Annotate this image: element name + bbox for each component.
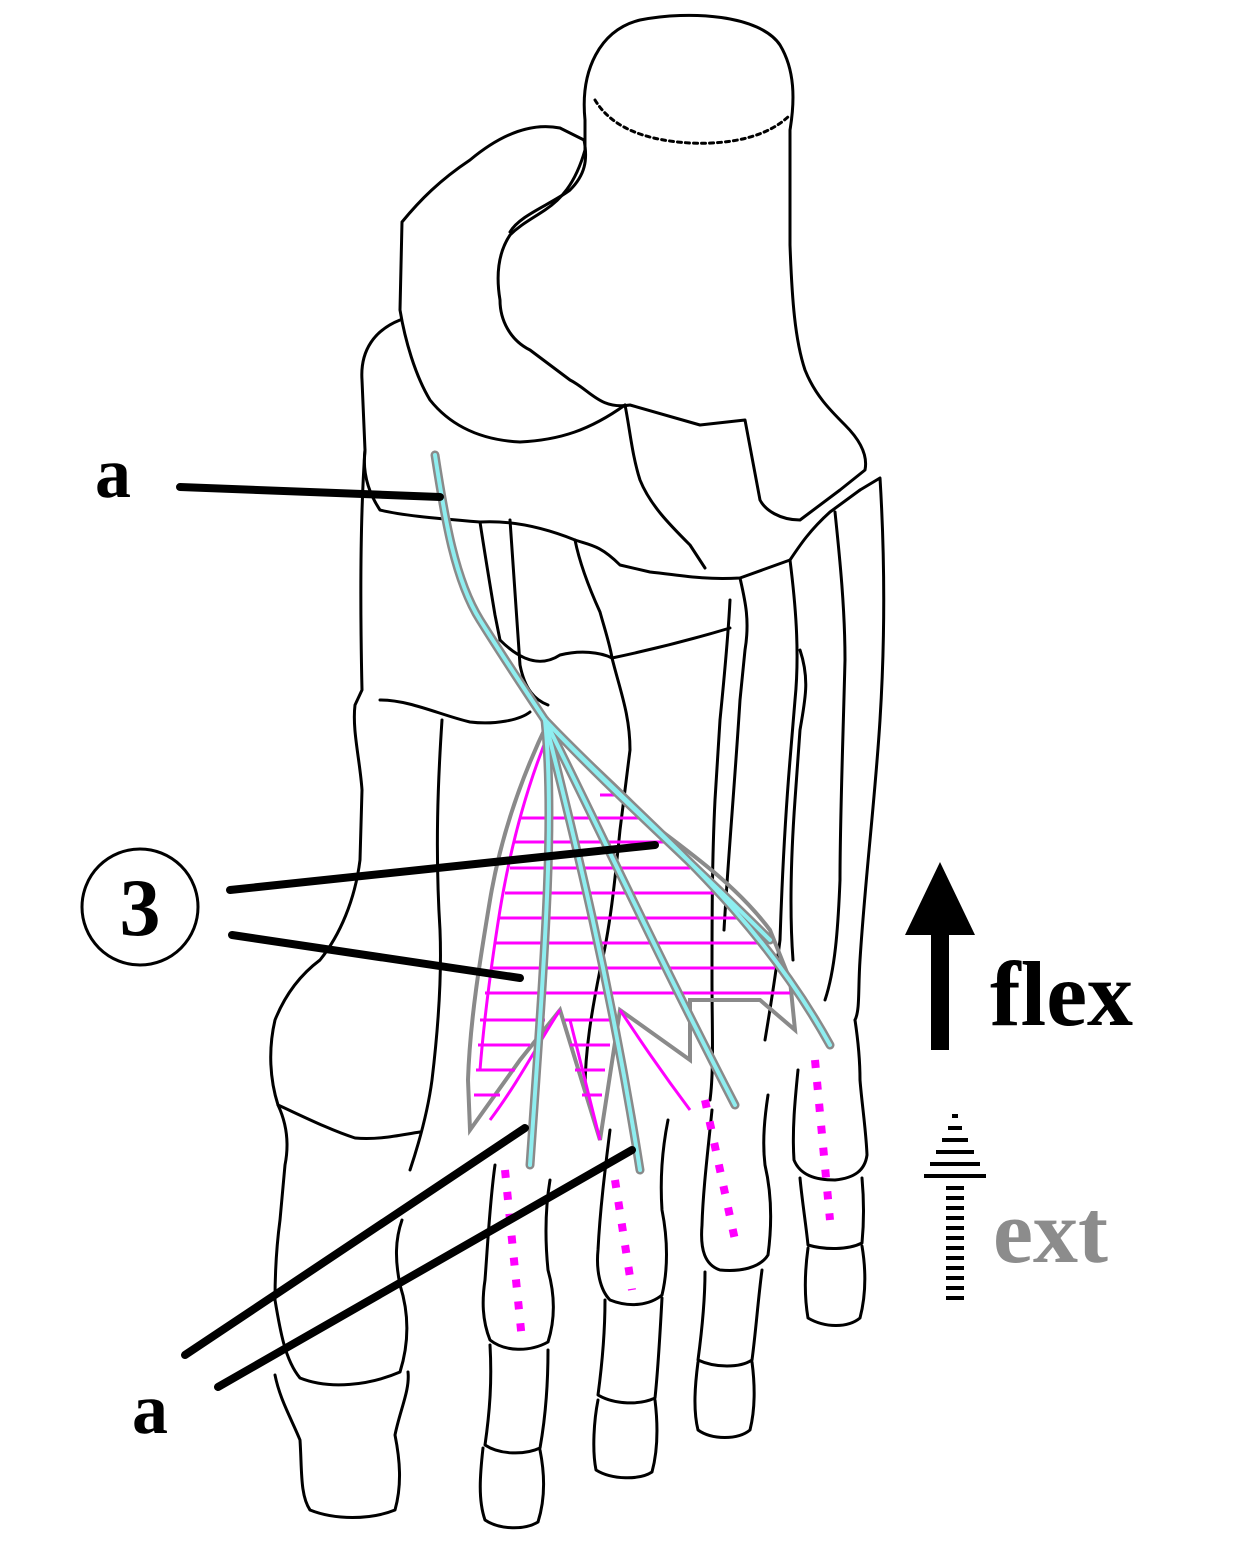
tendon-lateral xyxy=(543,718,772,942)
cuneiform-middle xyxy=(623,403,707,570)
leader-3-top xyxy=(226,841,659,894)
label-a-upper: a xyxy=(95,433,131,513)
toe-5-proximal xyxy=(791,1018,869,1182)
label-a-lower: a xyxy=(132,1369,168,1449)
toe-2-distal xyxy=(478,1446,546,1530)
cuneiform-lateral xyxy=(478,520,502,642)
toe-2-proximal xyxy=(481,1163,555,1351)
toe-5-distal xyxy=(803,1244,867,1327)
big-toe-proximal xyxy=(273,1218,409,1387)
up-arrow-solid-icon xyxy=(905,862,975,1050)
metatarsal-2-shaft xyxy=(583,656,632,1092)
muscle-inner-outline xyxy=(478,729,692,1141)
toe-4-middle xyxy=(696,1268,764,1368)
flex-label: flex xyxy=(990,943,1133,1045)
toe-3-distal xyxy=(592,1398,659,1480)
leader-a-lower-1 xyxy=(181,1124,529,1359)
metatarsal-4 xyxy=(763,558,799,1042)
tendon-toe-3 xyxy=(543,718,642,1172)
tendon-toe-2 xyxy=(528,718,552,1167)
flex-legend: flex xyxy=(905,862,1133,1050)
cuneiform-medial xyxy=(360,318,862,580)
metatarsal-5 xyxy=(853,476,886,1022)
big-toe-distal xyxy=(273,1370,410,1519)
lumbrical-muscles xyxy=(465,718,834,1341)
toe-4-proximal xyxy=(700,1093,773,1272)
leader-lines xyxy=(176,483,659,1391)
flexor-tendons xyxy=(430,450,835,1175)
toe-5-middle xyxy=(798,1176,865,1250)
toe-3-middle xyxy=(596,1296,664,1405)
up-arrow-dashed-icon xyxy=(924,1114,986,1300)
toe-4-distal xyxy=(693,1360,756,1439)
ext-legend: ext xyxy=(924,1114,1108,1300)
metatarsal-1 xyxy=(269,448,367,1302)
toe-3-proximal xyxy=(596,1118,670,1307)
muscle-hatch-lines xyxy=(474,793,790,1097)
cuboid-line xyxy=(573,538,614,660)
label-3: 3 xyxy=(120,862,161,953)
tendon-toe-4 xyxy=(543,718,737,1107)
metatarsal-1-lateral xyxy=(408,718,444,1172)
talus-dome-dash xyxy=(593,98,792,145)
ext-label: ext xyxy=(993,1183,1108,1282)
met1-joint xyxy=(276,1103,422,1140)
tendon-main xyxy=(433,453,547,722)
leader-a-upper xyxy=(176,483,444,501)
toe-dotted-tendons xyxy=(501,1059,834,1341)
navicular-bone xyxy=(398,125,627,444)
metatarsal-5-inner xyxy=(823,510,847,1002)
metatarsal-3-right xyxy=(722,576,749,932)
metatarsal-4-right xyxy=(789,648,808,962)
leader-3-bottom xyxy=(228,931,524,982)
toe-2-middle xyxy=(483,1343,550,1455)
label-3-circle xyxy=(80,847,200,967)
leader-a-lower-2 xyxy=(214,1146,636,1391)
talus-bone xyxy=(496,13,868,522)
metatarsal-1-inner xyxy=(378,698,532,725)
